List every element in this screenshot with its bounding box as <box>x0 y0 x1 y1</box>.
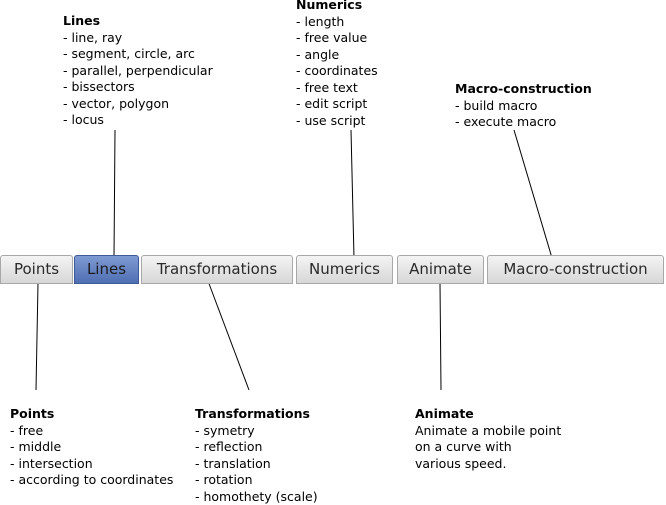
list-item: - locus <box>63 112 213 129</box>
macro-annotation-title: Macro-construction <box>455 81 592 98</box>
list-item: - reflection <box>195 439 318 456</box>
tab-transformations[interactable]: Transformations <box>141 255 293 284</box>
tab-bar: Points Lines Transformations Numerics An… <box>0 253 666 285</box>
tab-points[interactable]: Points <box>0 255 73 284</box>
list-item: - execute macro <box>455 114 592 131</box>
numerics-annotation: Numerics - length - free value - angle -… <box>296 0 378 129</box>
numerics-annotation-title: Numerics <box>296 0 378 14</box>
list-item: - symetry <box>195 423 318 440</box>
list-item: - homothety (scale) <box>195 489 318 505</box>
tab-numerics[interactable]: Numerics <box>296 255 393 284</box>
list-item: - intersection <box>10 456 173 473</box>
leader-line-points <box>36 283 38 390</box>
transformations-annotation: Transformations - symetry - reflection -… <box>195 406 318 505</box>
list-item: Animate a mobile point <box>415 423 561 440</box>
list-item: on a curve with <box>415 439 561 456</box>
list-item: - segment, circle, arc <box>63 46 213 63</box>
animate-annotation-title: Animate <box>415 406 561 423</box>
lines-annotation: Lines - line, ray - segment, circle, arc… <box>63 13 213 129</box>
list-item: - middle <box>10 439 173 456</box>
tab-macro-construction[interactable]: Macro-construction <box>487 255 664 284</box>
list-item: - free value <box>296 30 378 47</box>
list-item: - bissectors <box>63 79 213 96</box>
list-item: - rotation <box>195 472 318 489</box>
list-item: - vector, polygon <box>63 96 213 113</box>
animate-annotation: Animate Animate a mobile point on a curv… <box>415 406 561 472</box>
points-annotation-title: Points <box>10 406 173 423</box>
list-item: - edit script <box>296 96 378 113</box>
list-item: - free text <box>296 80 378 97</box>
list-item: - translation <box>195 456 318 473</box>
leader-line-animate <box>440 283 441 390</box>
list-item: - use script <box>296 113 378 130</box>
macro-annotation: Macro-construction - build macro - execu… <box>455 81 592 131</box>
leader-line-macro <box>514 130 552 258</box>
lines-annotation-title: Lines <box>63 13 213 30</box>
list-item: - build macro <box>455 98 592 115</box>
list-item: various speed. <box>415 456 561 473</box>
tab-animate[interactable]: Animate <box>397 255 484 284</box>
leader-line-lines <box>114 130 115 258</box>
list-item: - line, ray <box>63 30 213 47</box>
list-item: - coordinates <box>296 63 378 80</box>
list-item: - free <box>10 423 173 440</box>
list-item: - angle <box>296 47 378 64</box>
list-item: - according to coordinates <box>10 472 173 489</box>
tab-lines[interactable]: Lines <box>74 255 139 284</box>
list-item: - length <box>296 14 378 31</box>
transformations-annotation-title: Transformations <box>195 406 318 423</box>
list-item: - parallel, perpendicular <box>63 63 213 80</box>
leader-line-transformations <box>208 281 249 390</box>
points-annotation: Points - free - middle - intersection - … <box>10 406 173 489</box>
leader-line-numerics <box>351 130 354 258</box>
